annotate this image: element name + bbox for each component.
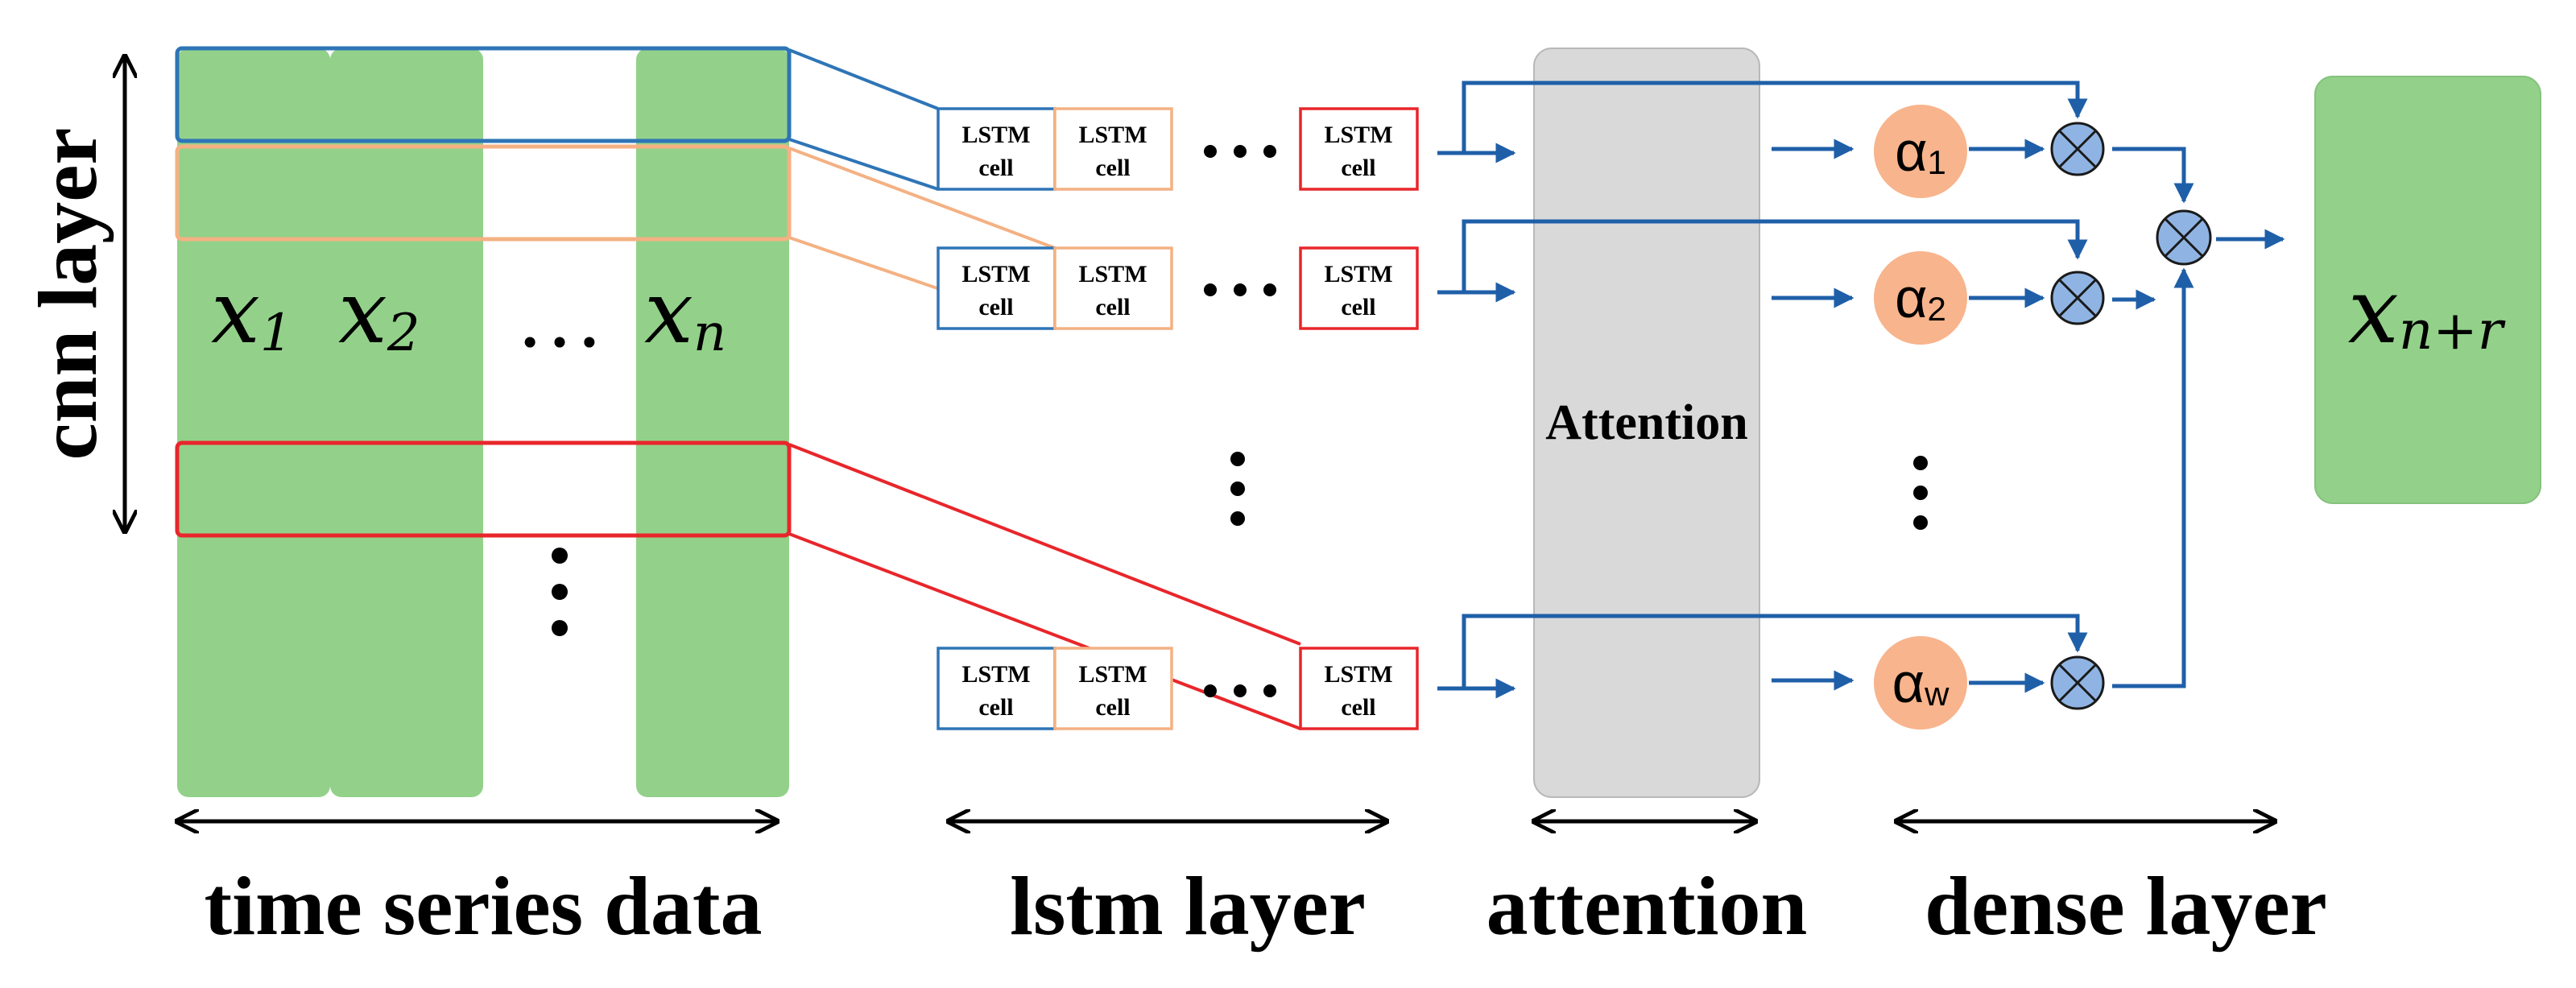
dot — [1230, 452, 1245, 466]
alpha-2: α2 — [1874, 251, 1967, 345]
dot — [1204, 684, 1217, 697]
dot — [1204, 145, 1217, 158]
flow-arrow — [2112, 267, 2194, 688]
lstm-cell — [937, 647, 1056, 730]
alpha-label: α2 — [1895, 267, 1946, 329]
time-series-label: time series data — [204, 860, 762, 953]
sum-multiply-icon — [2156, 209, 2212, 266]
input-ellipsis: … — [515, 267, 604, 366]
dot — [1234, 283, 1247, 296]
skip-connection-w — [1462, 614, 2088, 688]
lstm-cell-label: LSTM — [1324, 261, 1392, 287]
multiply-icon — [2050, 655, 2105, 710]
lstm-row-w: LSTM cell LSTM cell LSTM cell — [937, 647, 1419, 730]
lstm-cell-label: cell — [978, 294, 1013, 320]
dot — [552, 584, 568, 600]
lstm-cell — [1299, 107, 1419, 191]
lstm-cell-label: cell — [978, 694, 1013, 721]
lstm-cell-label: cell — [1095, 155, 1130, 181]
lstm-cell-label: LSTM — [1078, 122, 1147, 148]
lstm-cell-label: LSTM — [1078, 261, 1147, 287]
attention-block-label: Attention — [1545, 395, 1747, 450]
series-column-2 — [330, 48, 483, 797]
lstm-layer-label: lstm layer — [1010, 860, 1366, 953]
lstm-row-1: LSTM cell LSTM cell LSTM cell — [937, 107, 1419, 191]
dot — [1234, 145, 1247, 158]
alpha-label: αw — [1892, 651, 1950, 714]
lstm-cell-label: cell — [1095, 294, 1130, 320]
series-column-n — [636, 48, 789, 797]
dot — [552, 620, 568, 636]
lstm-cell-label: LSTM — [1324, 661, 1392, 688]
input-x2: x2 — [338, 263, 420, 363]
skip-connection-1 — [1462, 81, 2088, 153]
connector-blue-top — [788, 48, 939, 110]
lstm-cell — [1053, 647, 1173, 730]
dot — [1263, 283, 1276, 296]
multiply-icon — [2050, 271, 2105, 325]
connector-orange-top — [788, 147, 1056, 250]
lstm-cell — [1299, 647, 1419, 730]
dot — [1913, 486, 1928, 500]
lstm-cell — [1299, 246, 1419, 330]
window-box-red — [175, 440, 792, 538]
lstm-cell — [937, 246, 1056, 330]
dot — [552, 548, 568, 564]
input-xn: xn — [644, 263, 726, 363]
alpha-1: α1 — [1874, 105, 1967, 198]
output-label: xn+r — [2348, 259, 2506, 364]
lstm-cell-label: cell — [1095, 694, 1130, 721]
lstm-row-2: LSTM cell LSTM cell LSTM cell — [937, 246, 1419, 330]
lstm-cell-label: LSTM — [1078, 661, 1147, 688]
series-column-1 — [177, 48, 330, 797]
alpha-circle — [1874, 105, 1967, 198]
connector-red-bottom — [788, 532, 1301, 730]
alpha-circle — [1874, 636, 1967, 730]
lstm-cell-label: LSTM — [961, 122, 1030, 148]
dot — [1230, 511, 1245, 526]
window-box-orange — [175, 144, 792, 242]
lstm-cell-label: LSTM — [961, 261, 1030, 287]
dot — [1230, 482, 1245, 496]
lstm-cell-label: LSTM — [1324, 122, 1392, 148]
flow-arrow — [2112, 147, 2194, 204]
dot — [1204, 283, 1217, 296]
dot — [1263, 145, 1276, 158]
alpha-circle — [1874, 251, 1967, 345]
alpha-label: α1 — [1895, 120, 1946, 183]
lstm-cell — [1053, 107, 1173, 191]
lstm-cell — [1053, 246, 1173, 330]
output-block — [2314, 76, 2541, 504]
dot — [1913, 515, 1928, 530]
lstm-cell-label: LSTM — [961, 661, 1030, 688]
lstm-cell-label: cell — [1341, 294, 1375, 320]
attention-label: attention — [1486, 860, 1808, 953]
cnn-layer-label: cnn layer — [22, 127, 114, 460]
window-box-blue — [175, 46, 792, 143]
lstm-cell-label: cell — [978, 155, 1013, 181]
attention-block — [1533, 48, 1760, 798]
connector-red-top — [788, 443, 1301, 646]
connector-blue-bottom — [788, 138, 939, 191]
multiply-icon — [2050, 122, 2105, 176]
lstm-cell-label: cell — [1341, 155, 1375, 181]
dot — [1234, 684, 1247, 697]
skip-connection-2 — [1462, 219, 2088, 292]
dense-layer-label: dense layer — [1925, 860, 2327, 953]
lstm-cell-label: cell — [1341, 694, 1375, 721]
alpha-w: αw — [1874, 636, 1967, 730]
dot — [1913, 456, 1928, 470]
input-x1: x1 — [211, 263, 293, 363]
dot — [1263, 684, 1276, 697]
